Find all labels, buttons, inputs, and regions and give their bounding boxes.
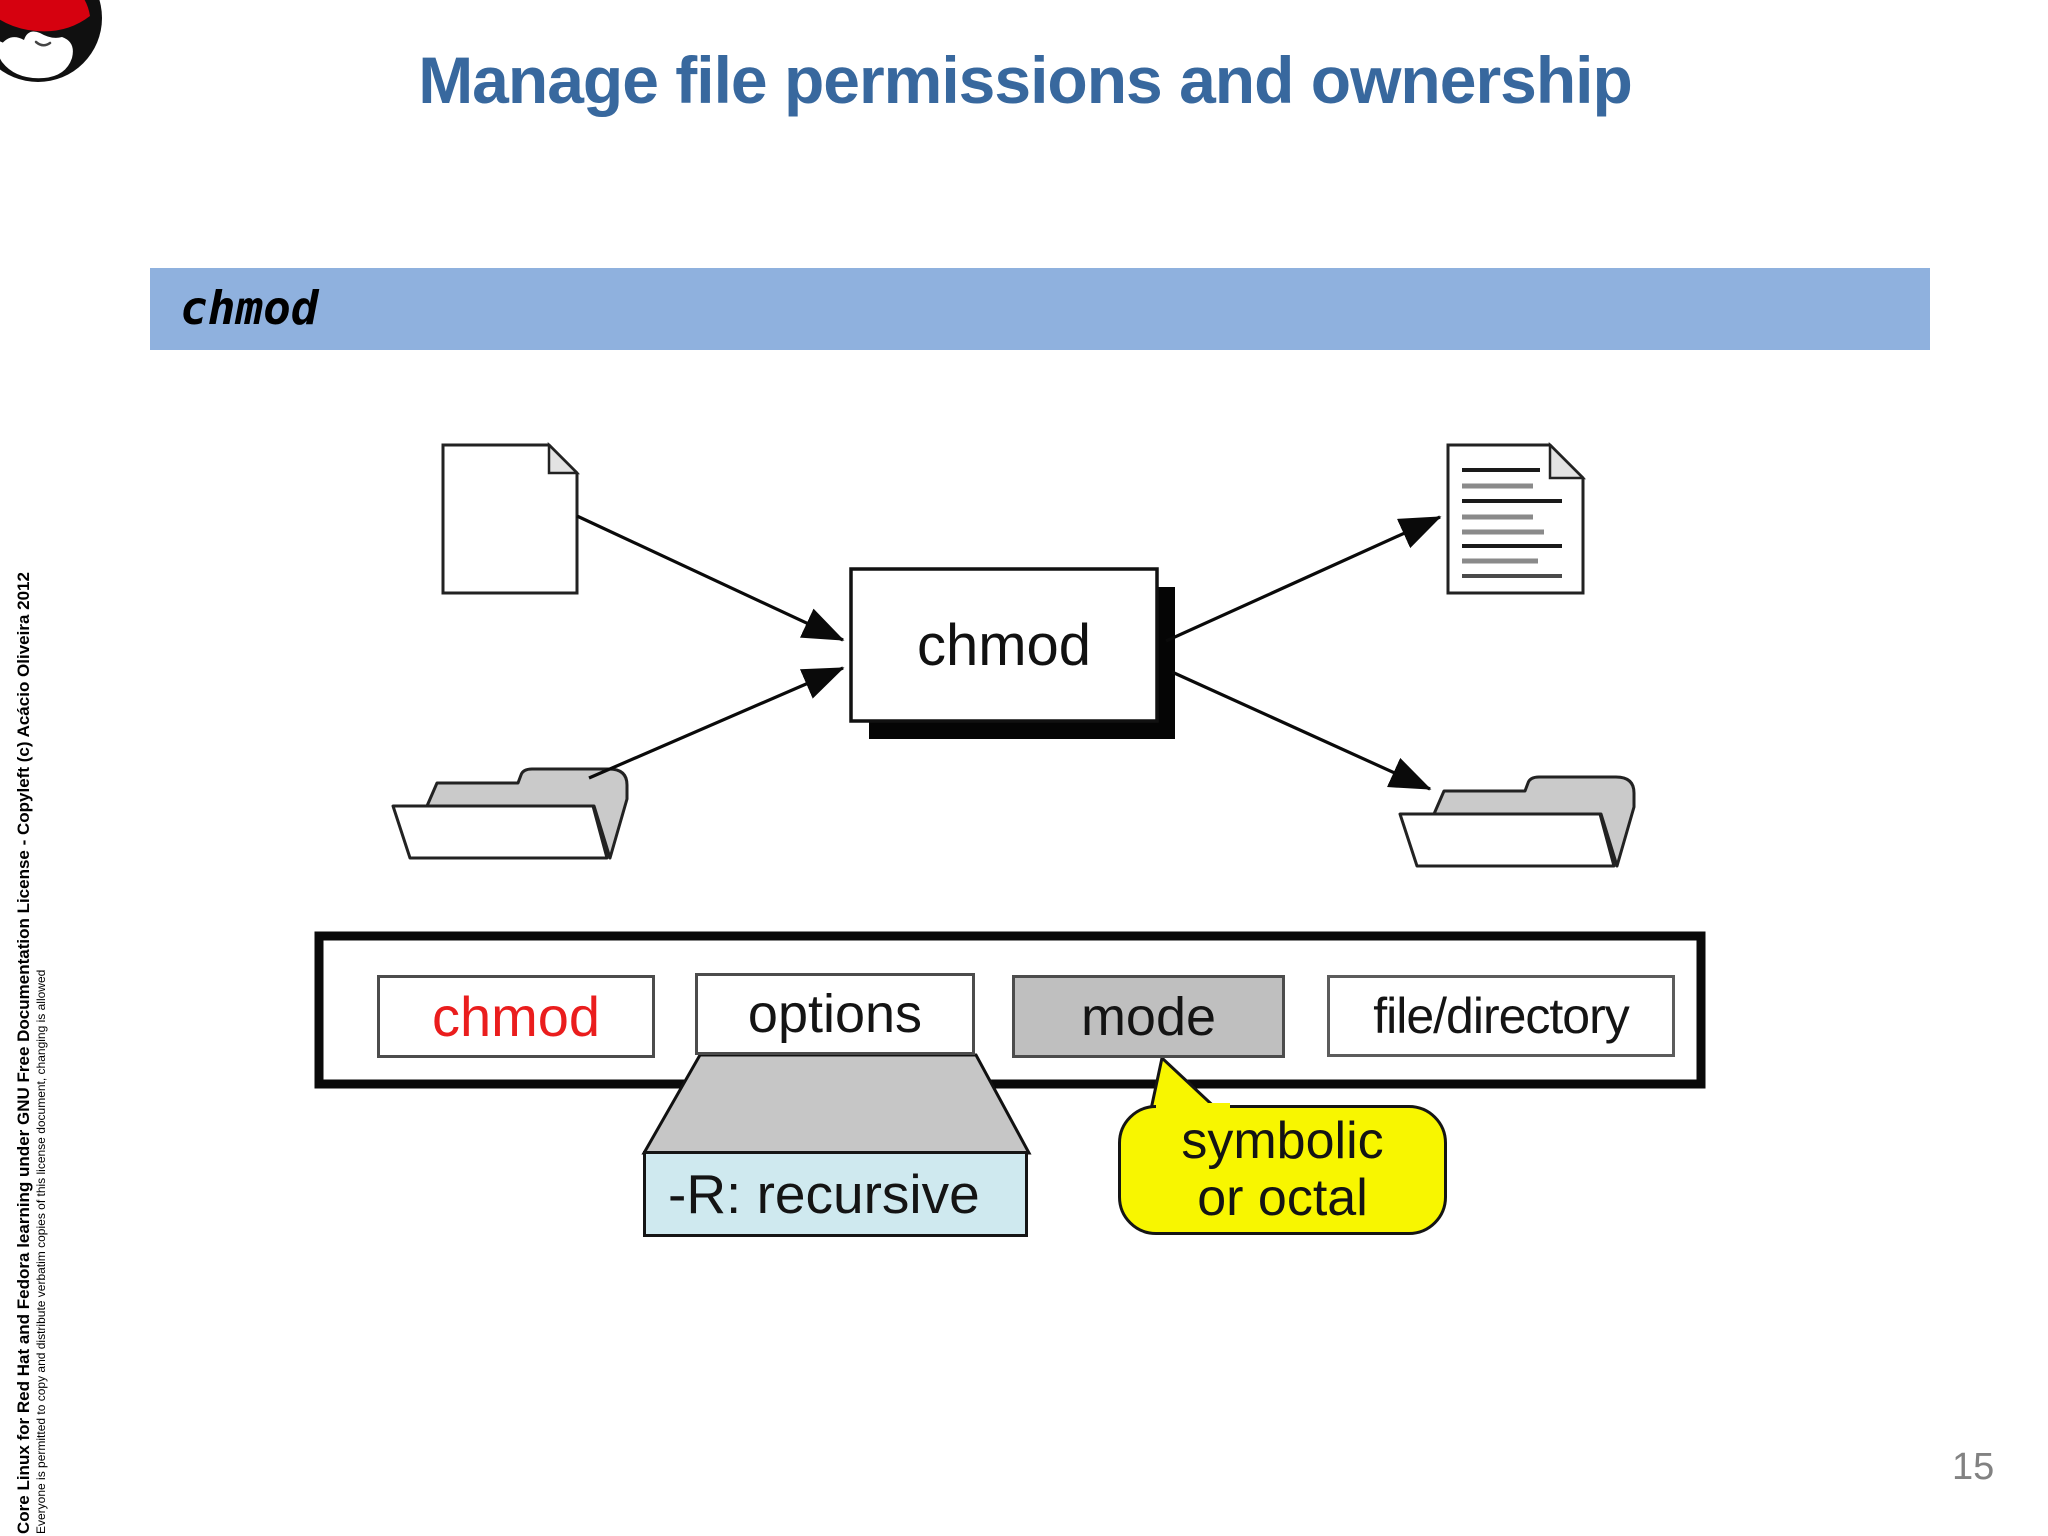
syntax-box-mode: mode — [1012, 975, 1285, 1058]
copyright-line1: Core Linux for Red Hat and Fedora learni… — [14, 572, 33, 1534]
modified-file-icon — [1446, 441, 1587, 595]
options-trapezoid — [641, 1053, 1032, 1155]
syntax-box-chmod: chmod — [377, 975, 655, 1058]
arrow-chmod-to-file — [1165, 515, 1442, 643]
blank-file-icon — [441, 441, 581, 595]
mode-note-line1: symbolic — [1181, 1111, 1384, 1170]
chmod-process-label: chmod — [916, 612, 1092, 678]
arrow-chmod-to-folder — [1171, 670, 1432, 791]
input-folder-icon — [391, 767, 629, 860]
arrow-folder-to-chmod — [588, 666, 845, 780]
copyright-line2: Everyone is permitted to copy and distri… — [34, 969, 48, 1534]
mode-note-bubble: symbolic or octal — [1118, 1105, 1447, 1235]
page-number: 15 — [1952, 1446, 1995, 1488]
syntax-box-file-directory: file/directory — [1327, 975, 1675, 1057]
arrow-file-to-chmod — [576, 514, 845, 642]
red-hat-logo-icon — [0, 0, 102, 82]
arrows — [576, 514, 1442, 791]
section-banner: chmod — [150, 268, 1930, 350]
output-folder-icon — [1398, 775, 1636, 868]
syntax-box-options: options — [695, 973, 975, 1055]
bubble-tail-patch — [1156, 1103, 1230, 1117]
page-title: Manage file permissions and ownership — [418, 43, 1633, 117]
recursive-option-note: -R: recursive — [643, 1151, 1028, 1237]
mode-note-line2: or octal — [1197, 1169, 1368, 1227]
copyright-sidebar: Core Linux for Red Hat and Fedora learni… — [14, 504, 48, 1534]
section-banner-label: chmod — [180, 280, 319, 335]
chmod-process-box — [849, 567, 1175, 739]
